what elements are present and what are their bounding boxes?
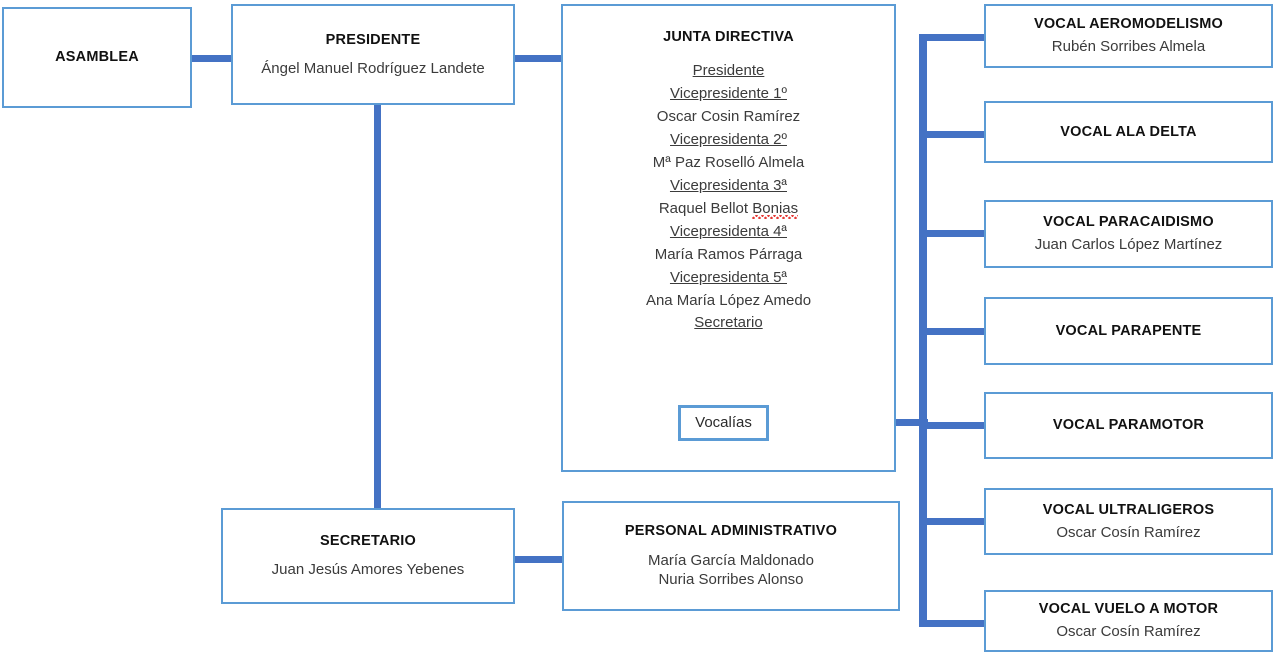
personal-administrativo-title: PERSONAL ADMINISTRATIVO <box>624 523 838 540</box>
node-presidente[interactable]: PRESIDENTE Ángel Manuel Rodríguez Landet… <box>231 4 515 105</box>
connector-asamblea-presidente <box>190 55 234 62</box>
personal-administrativo-name-1: María García Maldonado <box>648 551 814 569</box>
junta-directiva-title: JUNTA DIRECTIVA <box>663 29 794 45</box>
node-personal-administrativo[interactable]: PERSONAL ADMINISTRATIVO María García Mal… <box>562 501 900 611</box>
node-vocal-5[interactable]: VOCAL PARAMOTOR <box>984 392 1273 459</box>
node-vocal-6[interactable]: VOCAL ULTRALIGEROS Oscar Cosín Ramírez <box>984 488 1273 555</box>
node-vocal-3[interactable]: VOCAL PARACAIDISMO Juan Carlos López Mart… <box>984 200 1273 268</box>
secretario-name: Juan Jesús Amores Yebenes <box>271 561 465 579</box>
node-vocal-2[interactable]: VOCAL ALA DELTA <box>984 101 1273 163</box>
spellcheck-underline: Bonias <box>752 199 799 217</box>
vocal-title: VOCAL ULTRALIGEROS <box>1042 501 1215 518</box>
vocal-name: Juan Carlos López Martínez <box>1034 236 1223 254</box>
junta-person: Ana María López Amedo <box>645 291 812 309</box>
presidente-name: Ángel Manuel Rodríguez Landete <box>261 59 485 77</box>
connector-trunk-vocal-1 <box>919 34 985 41</box>
node-asamblea[interactable]: ASAMBLEA <box>2 7 192 108</box>
connector-trunk-vocal-4 <box>919 328 985 335</box>
node-vocalias[interactable]: Vocalías <box>678 405 769 441</box>
junta-role: Secretario <box>694 314 763 332</box>
node-vocal-1[interactable]: VOCAL AEROMODELISMO Rubén Sorribes Almela <box>984 4 1273 68</box>
vocal-title: VOCAL ALA DELTA <box>1060 123 1197 140</box>
connector-trunk-vocal-6 <box>919 518 985 525</box>
personal-administrativo-name-2: Nuria Sorribes Alonso <box>658 571 804 589</box>
vocal-name: Oscar Cosín Ramírez <box>1056 623 1201 641</box>
vocal-title: VOCAL AEROMODELISMO <box>1033 16 1224 33</box>
junta-role: Vicepresidenta 5ª <box>669 268 787 286</box>
vocal-title: VOCAL PARACAIDISMO <box>1043 214 1214 231</box>
junta-role: Vicepresidenta 2º <box>670 130 787 148</box>
connector-presidente-secretario <box>374 103 381 510</box>
vocalias-label: Vocalías <box>695 414 752 432</box>
secretario-title: SECRETARIO <box>320 533 416 550</box>
node-vocal-7[interactable]: VOCAL VUELO A MOTOR Oscar Cosín Ramírez <box>984 590 1273 652</box>
connector-trunk-vocal-5 <box>919 422 985 429</box>
junta-person: Mª Paz Roselló Almela <box>652 153 805 171</box>
junta-person: Raquel Bellot Bonias <box>658 199 799 217</box>
asamblea-title: ASAMBLEA <box>55 49 139 66</box>
junta-person: María Ramos Párraga <box>654 245 803 263</box>
vocal-name: Rubén Sorribes Almela <box>1051 38 1206 56</box>
junta-role: Vicepresidenta 3ª <box>669 176 787 194</box>
junta-role: Vicepresidenta 4ª <box>669 222 787 240</box>
connector-presidente-junta <box>514 55 564 62</box>
connector-trunk-vocal-3 <box>919 230 985 237</box>
junta-role: Presidente <box>692 62 765 80</box>
node-vocal-4[interactable]: VOCAL PARAPENTE <box>984 297 1273 365</box>
vocal-title: VOCAL VUELO A MOTOR <box>1038 601 1219 618</box>
junta-role: Vicepresidente 1º <box>670 85 787 103</box>
presidente-title: PRESIDENTE <box>325 31 421 48</box>
connector-secretario-personal <box>513 556 565 563</box>
vocal-title: VOCAL PARAPENTE <box>1055 322 1202 339</box>
node-secretario[interactable]: SECRETARIO Juan Jesús Amores Yebenes <box>221 508 515 604</box>
vocal-name: Oscar Cosín Ramírez <box>1056 523 1201 541</box>
junta-person: Oscar Cosin Ramírez <box>656 108 801 125</box>
connector-trunk-vocal-2 <box>919 131 985 138</box>
connector-trunk-vocal-7 <box>919 620 985 627</box>
vocal-title: VOCAL PARAMOTOR <box>1052 417 1205 434</box>
